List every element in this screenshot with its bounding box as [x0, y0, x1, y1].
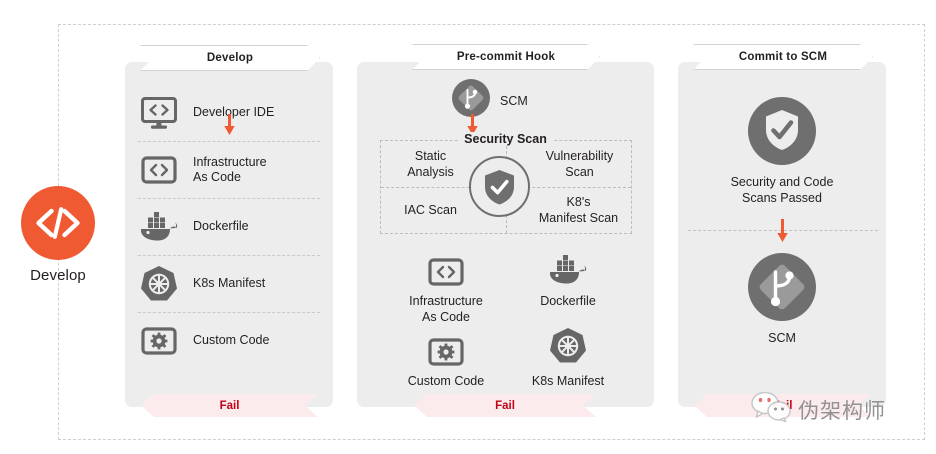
list-item-k8s-manifest: K8s Manifest — [125, 255, 333, 312]
develop-brand-badge: Develop — [21, 186, 95, 284]
gear-window-icon — [125, 326, 193, 355]
kubernetes-icon — [508, 318, 628, 366]
docker-whale-icon — [125, 211, 193, 243]
fail-banner-precommit-label: Fail — [495, 399, 515, 412]
divider — [138, 198, 320, 199]
precommit-item-custom-code: Custom Code — [386, 322, 506, 389]
commit-item-scm: SCM — [678, 253, 886, 346]
kubernetes-icon — [125, 264, 193, 304]
precommit-scm-node: SCM — [452, 79, 528, 122]
divider — [138, 312, 320, 313]
list-item-developer-ide-label: Developer IDE — [193, 105, 275, 119]
list-item-developer-ide: Developer IDE — [125, 84, 333, 141]
precommit-item-k8s-manifest: K8s Manifest — [508, 318, 628, 389]
arrow-down-icon — [466, 114, 479, 136]
arrow-down-icon — [223, 114, 236, 136]
precommit-item-custom-code-label: Custom Code — [407, 374, 485, 388]
list-item-custom-code: Custom Code — [125, 312, 333, 369]
docker-whale-icon — [508, 242, 628, 286]
shield-check-icon — [469, 156, 530, 217]
code-brackets-icon — [21, 186, 95, 260]
scm-git-icon — [452, 79, 490, 122]
security-scan-title: Security Scan — [357, 132, 654, 146]
fail-banner-develop: Fail — [141, 394, 318, 417]
code-window-icon — [386, 242, 506, 286]
panel-header-precommit: Pre-commit Hook — [412, 44, 600, 70]
shield-check-circle-icon — [678, 97, 886, 165]
list-item-dockerfile: Dockerfile — [125, 198, 333, 255]
watermark-text: 伪架构师 — [798, 398, 886, 423]
divider — [138, 255, 320, 256]
panel-header-precommit-label: Pre-commit Hook — [456, 51, 556, 63]
panel-header-commit-label: Commit to SCM — [738, 51, 828, 63]
watermark: 伪架构师 — [750, 391, 886, 427]
panel-header-commit: Commit to SCM — [693, 44, 873, 70]
panel-header-develop: Develop — [140, 45, 320, 71]
monitor-code-icon — [125, 96, 193, 130]
divider — [138, 141, 320, 142]
fail-banner-precommit: Fail — [414, 394, 596, 417]
panel-header-develop-label: Develop — [206, 52, 254, 64]
fail-banner-develop-label: Fail — [219, 399, 240, 412]
code-window-icon — [125, 155, 193, 184]
develop-brand-label: Develop — [30, 267, 86, 284]
quadrant-iac-scan: IAC Scan — [404, 203, 457, 217]
precommit-scm-label: SCM — [500, 93, 528, 108]
precommit-item-dockerfile-label: Dockerfile — [540, 294, 596, 308]
list-item-dockerfile-label: Dockerfile — [193, 219, 249, 233]
list-item-custom-code-label: Custom Code — [193, 333, 270, 347]
arrow-down-icon — [776, 219, 789, 243]
wechat-icon — [750, 391, 794, 427]
security-scan-title-label: Security Scan — [458, 132, 553, 146]
scm-git-icon — [678, 253, 886, 321]
list-item-k8s-manifest-label: K8s Manifest — [193, 276, 266, 290]
panel-precommit — [357, 62, 654, 407]
precommit-item-k8s-manifest-label: K8s Manifest — [531, 374, 605, 388]
commit-item-scm-label: SCM — [768, 331, 796, 345]
gear-window-icon — [386, 322, 506, 366]
precommit-item-dockerfile: Dockerfile — [508, 242, 628, 309]
